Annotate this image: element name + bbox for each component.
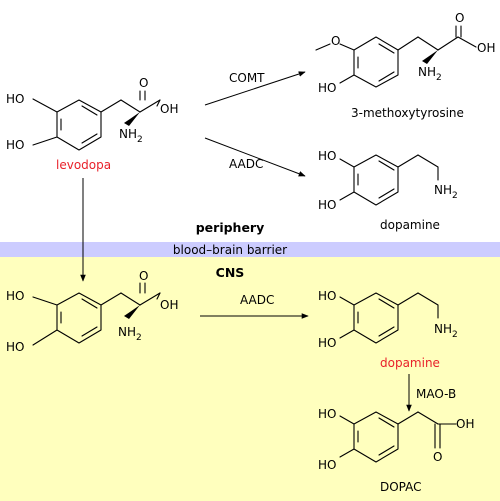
methoxytyrosine-oh: OH (477, 41, 495, 55)
blood-brain-barrier-band (0, 242, 500, 257)
dopac-label: DOPAC (380, 480, 422, 494)
levodopa-periphery-nh: NH2 (119, 127, 143, 145)
dopamine-periphery-ho-bottom: HO (318, 198, 336, 212)
dopamine-cns-label: dopamine (380, 356, 440, 370)
dopamine-cns-ho-top: HO (318, 289, 336, 303)
methoxytyrosine-nh: NH2 (418, 65, 442, 83)
dopamine-periphery-nh: NH2 (434, 183, 458, 201)
methoxytyrosine-ho: HO (318, 81, 336, 95)
levodopa-periphery-ho-bottom: HO (6, 138, 24, 152)
levodopa-cns-carbonyl-o: O (139, 269, 148, 283)
dopamine-periphery-ho-top: HO (318, 149, 336, 163)
dopac-ho-top: HO (318, 407, 336, 421)
methoxytyrosine-structure (315, 25, 477, 88)
levodopa-cns-oh: OH (160, 298, 178, 312)
methoxytyrosine-carbonyl-o: O (455, 11, 464, 25)
aadc-periphery-arrow (204, 137, 306, 177)
levodopa-cns-nh: NH2 (118, 325, 142, 343)
dopac-carbonyl-o: O (433, 450, 442, 464)
dopamine-cns-ho-bottom: HO (318, 336, 336, 350)
levodopa-cns-ho-bottom: HO (6, 340, 24, 354)
levodopa-periphery-oh: OH (160, 102, 178, 116)
levodopa-periphery-structure (32, 90, 161, 151)
dopamine-periphery-structure (339, 154, 439, 206)
levodopa-periphery-carbonyl-o: O (139, 76, 148, 90)
aadc-cns-label: AADC (240, 293, 274, 307)
aadc-periphery-label: AADC (229, 157, 263, 171)
maob-label: MAO-B (416, 387, 456, 401)
levodopa-cns-ho-top: HO (6, 289, 24, 303)
blood-brain-barrier-label: blood–brain barrier (173, 243, 287, 257)
dopamine-cns-nh: NH2 (434, 322, 458, 340)
dopamine-cns-structure (339, 292, 439, 344)
comt-label: COMT (229, 71, 265, 85)
comt-arrow (204, 71, 306, 106)
levodopa-periphery-label: levodopa (56, 158, 111, 172)
cns-region-background (0, 242, 500, 501)
periphery-label: periphery (196, 220, 265, 235)
cns-label: CNS (216, 265, 245, 280)
dopac-structure (339, 411, 457, 463)
methoxytyrosine-ether-o: O (331, 34, 340, 48)
dopamine-periphery-label: dopamine (380, 218, 440, 232)
methoxytyrosine-label: 3-methoxytyrosine (351, 106, 464, 120)
levodopa-cns-structure (32, 282, 161, 346)
levodopa-periphery-ho-top: HO (6, 92, 24, 106)
dopac-ho-bottom: HO (318, 458, 336, 472)
dopac-oh: OH (456, 417, 474, 431)
